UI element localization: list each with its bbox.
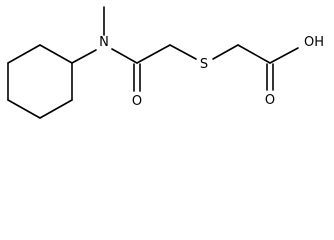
ring-bond (7, 99, 41, 119)
carbonyl-methylene-bond (136, 44, 171, 64)
sulfur-methylene-bond (212, 44, 239, 60)
acid-hydroxyl-bond (269, 47, 299, 64)
amide-oxygen-atom-label: O (132, 94, 142, 109)
ring-bond (39, 44, 73, 64)
sulfur-atom-label: S (200, 57, 208, 72)
nitrogen-atom-label: N (99, 35, 109, 50)
ring-bond (7, 44, 41, 64)
cyclohexane-ring (7, 44, 73, 119)
ring-nitrogen-bond (71, 49, 97, 64)
molecule-structure: N S O O OH (7, 6, 324, 119)
acid-oxygen-atom-label: O (265, 93, 275, 108)
hydroxyl-group-label: OH (304, 35, 324, 50)
nitrogen-carbonyl-bond (111, 48, 138, 64)
ring-bond (39, 99, 73, 119)
methylene-sulfur-bond (169, 44, 197, 60)
methylene-acid-carbon-bond (237, 44, 271, 64)
